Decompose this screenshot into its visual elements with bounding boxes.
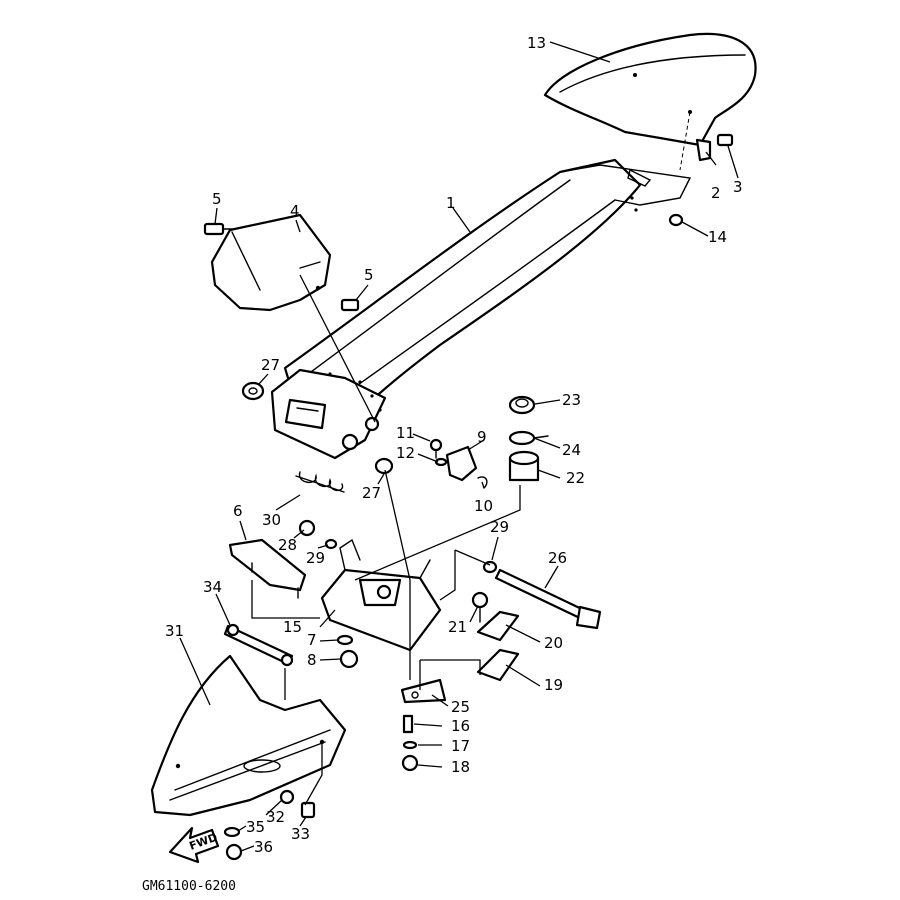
- spring-30: [295, 471, 345, 493]
- bracket-6: [228, 538, 307, 599]
- stand-base-15: [320, 538, 442, 652]
- callout-28: 28: [278, 536, 297, 554]
- bolt-21: [471, 591, 489, 623]
- cap-23: [508, 395, 536, 415]
- callout-6: 6: [233, 502, 243, 520]
- holder-9-part: [445, 445, 478, 482]
- plate-25: [400, 678, 447, 704]
- callout-5-lower: 5: [364, 266, 374, 284]
- callout-29-right: 29: [490, 518, 509, 536]
- callout-11: 11: [396, 424, 415, 442]
- front-cowl-31: [150, 654, 347, 817]
- nut-8: [339, 649, 359, 669]
- callout-26: 26: [548, 549, 567, 567]
- callout-22: 22: [566, 469, 585, 487]
- callout-14: 14: [708, 228, 727, 246]
- fender-body-part: [270, 158, 692, 460]
- screw-11: [429, 438, 443, 459]
- bolt-16: [402, 714, 414, 734]
- callout-15: 15: [283, 618, 302, 636]
- rear-flap-part: [543, 32, 757, 147]
- bracket-2: [695, 138, 712, 162]
- bolt-5-upper: [203, 222, 233, 236]
- spacer-33: [300, 801, 316, 819]
- callout-23: 23: [562, 391, 581, 409]
- callout-35: 35: [246, 818, 265, 836]
- callout-2: 2: [711, 184, 721, 202]
- callout-18: 18: [451, 758, 470, 776]
- rod-34: [223, 623, 294, 667]
- washer-29-left: [324, 538, 338, 550]
- callout-31: 31: [165, 622, 184, 640]
- washer-12: [434, 457, 448, 467]
- tail-cover-part: [210, 213, 332, 312]
- nut-18: [401, 754, 419, 772]
- nut-28: [298, 519, 316, 537]
- bolt-5-lower: [340, 298, 360, 312]
- callout-labels: 13 1 2 3 14 5 4 5 27 27 11 12 9 10 23 24…: [165, 34, 743, 856]
- callout-1: 1: [446, 194, 456, 212]
- callout-19: 19: [544, 676, 563, 694]
- forward-arrow-icon: FWD: [168, 826, 220, 864]
- band-24: [508, 430, 549, 446]
- grommet-27-lower: [374, 457, 394, 475]
- callout-21: 21: [448, 618, 467, 636]
- damper-22: [508, 450, 540, 482]
- spring-clip-10: [477, 476, 488, 489]
- callout-leaders: [179, 41, 739, 852]
- grommet-27-upper: [241, 381, 265, 401]
- bracket-19: [476, 648, 520, 682]
- callout-8: 8: [307, 651, 317, 669]
- callout-34: 34: [203, 578, 222, 596]
- callout-3: 3: [733, 178, 743, 196]
- washer-29-right: [482, 560, 498, 574]
- callout-33: 33: [291, 825, 310, 843]
- washer-17: [402, 740, 418, 750]
- bracket-20: [476, 610, 520, 642]
- callout-5-upper: 5: [212, 190, 222, 208]
- callout-30: 30: [262, 511, 281, 529]
- callout-25: 25: [451, 698, 470, 716]
- bolt-14: [668, 213, 684, 227]
- callout-27-upper: 27: [261, 356, 280, 374]
- drawing-code: GM61100-6200: [142, 879, 236, 894]
- screw-32: [279, 789, 295, 805]
- callout-29-left: 29: [306, 549, 325, 567]
- long-bolt-26: [494, 568, 602, 630]
- bolt-3: [716, 133, 734, 147]
- callout-10: 10: [474, 497, 493, 515]
- callout-4: 4: [290, 202, 300, 220]
- callout-7: 7: [307, 631, 317, 649]
- callout-12: 12: [396, 444, 415, 462]
- callout-16: 16: [451, 717, 470, 735]
- washer-35: [223, 826, 241, 838]
- callout-9: 9: [477, 428, 487, 446]
- callout-24: 24: [562, 441, 581, 459]
- nut-36: [225, 843, 243, 861]
- callout-27-lower: 27: [362, 484, 381, 502]
- callout-13: 13: [527, 34, 546, 52]
- assembly-lines: [251, 111, 691, 806]
- callout-20: 20: [544, 634, 563, 652]
- callout-32: 32: [266, 808, 285, 826]
- callout-36: 36: [254, 838, 273, 856]
- washer-7: [336, 634, 354, 646]
- callout-17: 17: [451, 737, 470, 755]
